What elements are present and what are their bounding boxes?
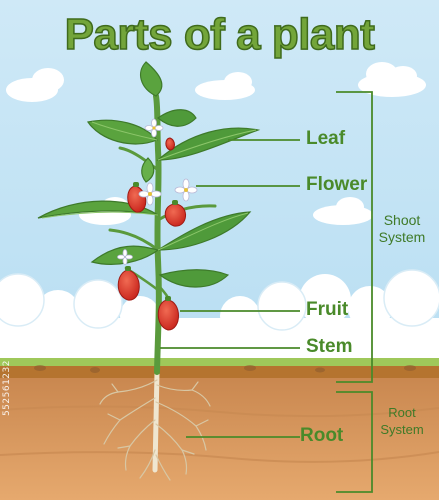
root-system-line1: Root [388,405,416,420]
label-root-system: Root System [367,404,437,438]
cloud-top-left [6,68,64,102]
shoot-bracket [336,91,373,383]
label-leaf: Leaf [306,128,346,149]
soil [0,372,439,500]
label-flower: Flower [306,174,368,195]
cloud-top-center [195,72,255,100]
fruit-caps [125,182,178,301]
cloud-top-right [358,62,426,97]
shoot-system-line1: Shoot [383,212,421,228]
root-system-line2: System [380,422,424,437]
cloud-mid-right [313,197,373,225]
cloud-band-outline [0,269,439,331]
root-bracket [336,391,373,493]
shoot-system-line2: System [378,229,426,245]
roots [99,369,211,481]
label-stem: Stem [306,336,353,357]
grass-line [0,358,439,366]
fruits [117,137,186,331]
label-shoot-system: Shoot System [367,212,437,246]
system-brackets [336,91,373,493]
leaf-veins [41,121,257,251]
flowers [117,118,198,265]
label-fruit: Fruit [306,299,349,320]
soil-strata [0,405,439,463]
stock-watermark: 552561232 [2,360,12,417]
pointer-lines [160,139,300,438]
pebbles [34,365,416,373]
label-root: Root [300,425,344,446]
page-title: Parts of a plant [64,9,376,60]
leaves [37,61,261,288]
